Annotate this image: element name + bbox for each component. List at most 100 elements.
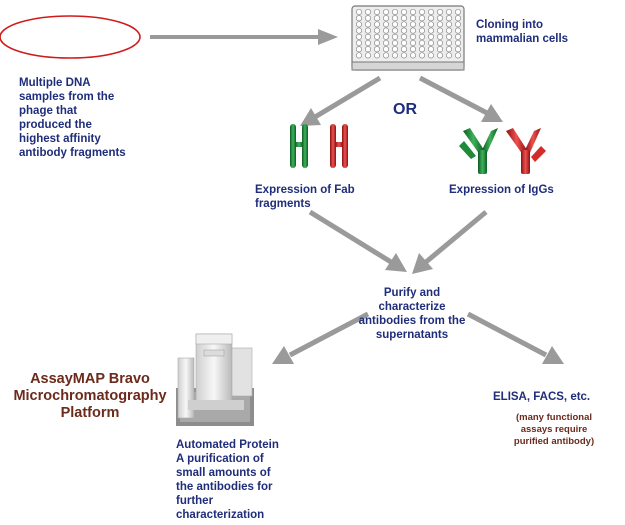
plate-well bbox=[445, 39, 453, 47]
plate-well bbox=[454, 39, 462, 47]
plate-well bbox=[373, 8, 381, 16]
plate-well bbox=[445, 33, 453, 40]
plate-well bbox=[382, 39, 390, 47]
plate-well bbox=[382, 52, 390, 59]
plate-well bbox=[418, 8, 426, 16]
plate-well bbox=[427, 27, 435, 34]
plate-well bbox=[391, 15, 399, 22]
plate-well bbox=[418, 52, 426, 59]
plate-well bbox=[391, 21, 399, 28]
plate-well bbox=[427, 8, 435, 16]
purify-text: Purify and characterize antibodies from … bbox=[358, 287, 466, 341]
plate-well bbox=[427, 21, 435, 28]
plate-well bbox=[418, 27, 426, 34]
plate-well bbox=[409, 21, 417, 28]
plate-well bbox=[364, 15, 372, 22]
plate-well bbox=[400, 21, 408, 28]
arrow-purify-to-platform bbox=[272, 311, 370, 364]
plate-well bbox=[382, 27, 390, 34]
plate-well bbox=[355, 8, 363, 16]
plate-well bbox=[400, 27, 408, 34]
plate-well bbox=[391, 46, 399, 53]
plate-well bbox=[355, 52, 363, 59]
plate-well bbox=[454, 27, 462, 34]
elisa-note: (many functional assays require purified… bbox=[513, 412, 595, 447]
cloning-text: Cloning into mammalian cells bbox=[476, 19, 569, 45]
plate-well bbox=[364, 33, 372, 40]
plate-well bbox=[418, 21, 426, 28]
plate-well bbox=[445, 27, 453, 34]
plate-well bbox=[382, 46, 390, 53]
plate-well bbox=[436, 15, 444, 22]
plate-well bbox=[400, 8, 408, 16]
plate-well bbox=[364, 39, 372, 47]
plate-well bbox=[436, 8, 444, 16]
igg-antibody-icon bbox=[459, 128, 546, 174]
plate-well bbox=[355, 39, 363, 47]
plate-well bbox=[400, 46, 408, 53]
plate-well bbox=[355, 21, 363, 28]
fab-expression-text: Expression of Fab fragments bbox=[255, 184, 355, 210]
bravo-instrument-icon bbox=[176, 333, 254, 426]
plate-well bbox=[364, 46, 372, 53]
arrow-fab-to-purify bbox=[308, 209, 407, 272]
plate-well bbox=[373, 46, 381, 53]
or-label: OR bbox=[393, 101, 417, 118]
arrow-plate-to-fab bbox=[300, 75, 382, 126]
plate-well bbox=[400, 52, 408, 59]
plate-well bbox=[364, 27, 372, 34]
plate-well bbox=[382, 33, 390, 40]
plate-well bbox=[391, 52, 399, 59]
plate-well bbox=[382, 15, 390, 22]
plate-well bbox=[400, 39, 408, 47]
plate-well bbox=[454, 15, 462, 22]
plate-well bbox=[355, 27, 363, 34]
plate-well bbox=[391, 33, 399, 40]
plate-96-well-icon bbox=[351, 5, 465, 71]
plate-well bbox=[427, 39, 435, 47]
plate-well bbox=[382, 21, 390, 28]
plate-well bbox=[427, 15, 435, 22]
plate-well bbox=[454, 46, 462, 53]
plate-well bbox=[418, 15, 426, 22]
plate-well bbox=[409, 46, 417, 53]
plate-well bbox=[409, 27, 417, 34]
plate-well bbox=[445, 52, 453, 59]
plate-well bbox=[409, 39, 417, 47]
plate-well bbox=[436, 39, 444, 47]
plate-well bbox=[445, 15, 453, 22]
plate-well bbox=[454, 21, 462, 28]
plate-well bbox=[454, 52, 462, 59]
plate-well bbox=[427, 46, 435, 53]
plate-well bbox=[409, 33, 417, 40]
dna-sample-oval bbox=[0, 15, 141, 59]
plate-well bbox=[445, 21, 453, 28]
plate-well bbox=[373, 33, 381, 40]
plate-well bbox=[373, 39, 381, 47]
arrow-oval-to-plate bbox=[150, 29, 338, 45]
plate-well bbox=[355, 46, 363, 53]
arrow-purify-to-elisa bbox=[466, 311, 564, 364]
plate-well bbox=[373, 15, 381, 22]
plate-well bbox=[427, 33, 435, 40]
plate-well bbox=[418, 46, 426, 53]
plate-well bbox=[418, 39, 426, 47]
arrow-igg-to-purify bbox=[412, 210, 488, 274]
plate-well bbox=[427, 52, 435, 59]
fab-fragment-icon bbox=[290, 124, 348, 168]
plate-well bbox=[409, 15, 417, 22]
plate-well bbox=[364, 21, 372, 28]
plate-well bbox=[436, 27, 444, 34]
arrow-plate-to-igg bbox=[418, 75, 503, 122]
plate-well bbox=[436, 33, 444, 40]
igg-expression-text: Expression of IgGs bbox=[449, 184, 554, 196]
plate-well bbox=[400, 33, 408, 40]
plate-well bbox=[436, 21, 444, 28]
plate-well bbox=[454, 33, 462, 40]
plate-well bbox=[373, 52, 381, 59]
plate-well bbox=[409, 8, 417, 16]
plate-well bbox=[391, 39, 399, 47]
plate-well bbox=[355, 15, 363, 22]
plate-well bbox=[436, 46, 444, 53]
